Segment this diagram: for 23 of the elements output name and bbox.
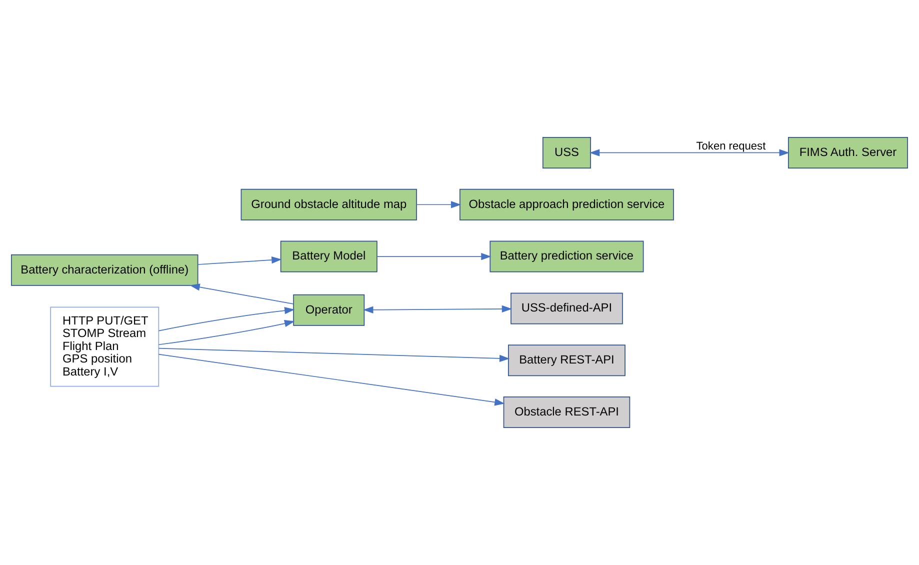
arrow	[158, 354, 505, 406]
node-box: USS	[542, 136, 591, 168]
node-box: Battery Model	[280, 240, 378, 272]
node-box: Obstacle REST-API	[503, 396, 630, 428]
arrow	[158, 320, 295, 346]
arrow	[363, 305, 512, 314]
node-box: Obstacle approach prediction service	[460, 188, 674, 220]
arrow	[158, 348, 510, 362]
arrow	[198, 256, 282, 265]
node-box: Ground obstacle altitude map	[240, 188, 417, 220]
node-box: Battery characterization (offline)	[11, 254, 198, 286]
arrow	[376, 252, 492, 260]
arrow	[416, 201, 462, 208]
node-box: Battery REST-API	[508, 344, 626, 376]
arrow	[190, 284, 294, 304]
node-box: HTTP PUT/GET STOMP Stream Flight Plan GPS position Battery I,V	[50, 306, 160, 387]
node-box: Battery prediction service	[490, 240, 644, 272]
node-box: FIMS Auth. Server	[788, 136, 908, 168]
node-box: Operator	[293, 294, 365, 326]
node-box: USS-defined-API	[510, 292, 623, 324]
edge-label: Token request	[696, 140, 766, 153]
arrow	[589, 149, 790, 156]
arrow	[158, 307, 295, 332]
